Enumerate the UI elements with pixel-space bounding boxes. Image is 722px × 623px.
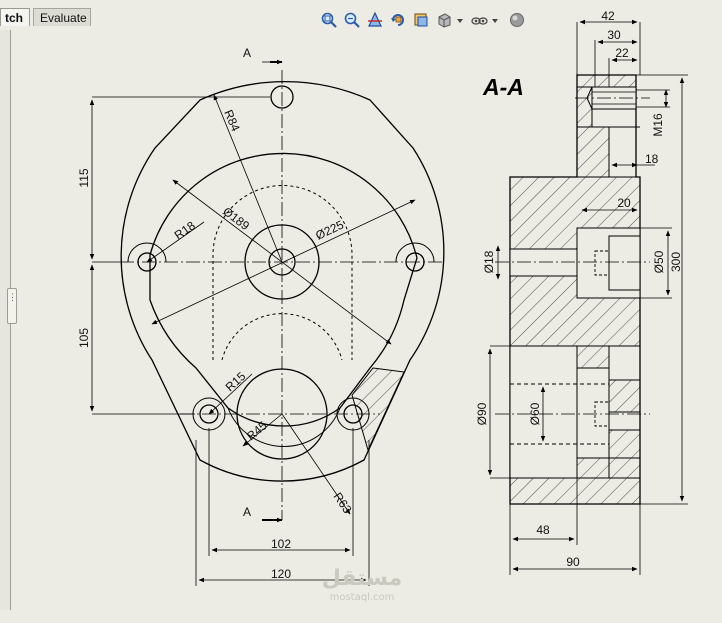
dim-120: 120: [271, 567, 291, 581]
watermark-logo-text: مستقل: [321, 566, 403, 591]
command-manager-tabs: tch Evaluate: [0, 0, 722, 28]
zoom-to-area-icon[interactable]: [343, 11, 361, 29]
dim-d225: Ø225: [313, 217, 346, 242]
bottom-left-hole: [199, 404, 219, 424]
cut-label-bottom: A: [243, 505, 251, 519]
chevron-down-icon[interactable]: [490, 11, 500, 29]
heads-up-view-toolbar: [318, 11, 530, 31]
dim-42: 42: [601, 9, 615, 23]
section-view-dimensions: [487, 19, 688, 575]
dim-22: 22: [615, 46, 629, 60]
rotate-view-icon[interactable]: [389, 11, 407, 29]
section-title: A-A: [482, 74, 524, 100]
dim-48: 48: [536, 523, 550, 537]
front-view-dim-text: A A 115 105 102 120 R84 Ø189 Ø225 R18 R1…: [77, 46, 355, 581]
section-view: [495, 74, 650, 505]
tab-sketch[interactable]: tch: [0, 8, 30, 26]
view-orientation-icon[interactable]: [412, 11, 430, 29]
cut-label-top: A: [243, 46, 251, 60]
dim-102: 102: [271, 537, 291, 551]
dim-18: 18: [645, 152, 659, 166]
dim-d50: Ø50: [652, 250, 666, 273]
dim-d18: Ø18: [482, 250, 496, 273]
front-view: [120, 70, 445, 520]
outer-contour: [120, 81, 445, 482]
edit-appearance-icon[interactable]: [508, 11, 526, 29]
dim-20: 20: [617, 196, 631, 210]
dim-m16: M16: [651, 113, 665, 137]
dim-30: 30: [607, 28, 621, 42]
section-view-icon[interactable]: [366, 11, 384, 29]
dim-90: 90: [566, 555, 580, 569]
tab-evaluate[interactable]: Evaluate: [33, 8, 91, 26]
section-view-dim-text: 42 30 22 M16 18 20 Ø18 Ø50 300 Ø90 Ø60 4…: [475, 9, 683, 569]
front-view-dimensions: [89, 59, 416, 586]
dim-300: 300: [669, 252, 683, 272]
hide-show-items-icon[interactable]: [470, 11, 488, 29]
dim-r15: R15: [223, 369, 249, 394]
zoom-to-fit-icon[interactable]: [320, 11, 338, 29]
dim-d60: Ø60: [528, 402, 542, 425]
dim-r45: R45: [244, 418, 270, 443]
dim-d90: Ø90: [475, 402, 489, 425]
display-style-icon[interactable]: [435, 11, 453, 29]
chevron-down-icon[interactable]: [455, 11, 465, 29]
watermark-url: mostaql.com: [329, 592, 395, 603]
dim-r18: R18: [172, 218, 198, 242]
top-hole: [270, 85, 294, 109]
dim-r63: R63: [331, 490, 355, 516]
dim-d189: Ø189: [220, 204, 252, 233]
panel-collapse-handle[interactable]: ⋮: [7, 288, 17, 324]
dim-115: 115: [77, 168, 91, 187]
dim-r84: R84: [221, 108, 243, 134]
watermark: مستقل mostaql.com: [316, 566, 408, 610]
dim-105: 105: [77, 328, 91, 348]
